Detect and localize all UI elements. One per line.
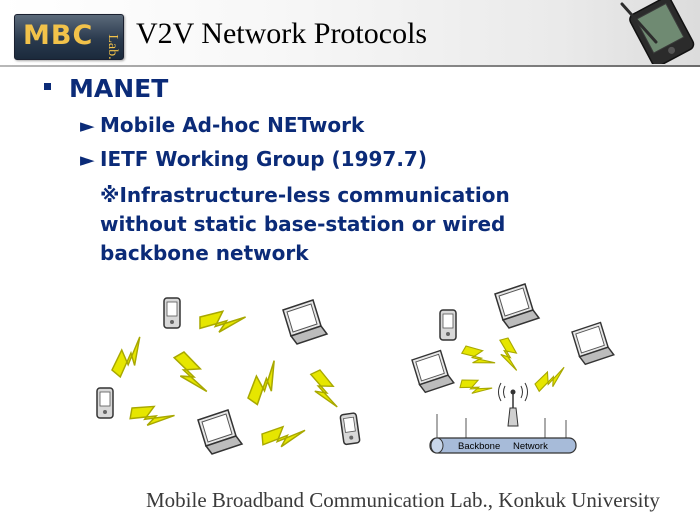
mbc-lab-logo: MBC Lab. <box>14 14 124 60</box>
sub-bullet-1: ►Mobile Ad-hoc NETwork <box>80 113 364 137</box>
laptop-node-icon <box>411 349 455 394</box>
laptop-node-icon <box>494 283 540 329</box>
bullet-manet: MANET <box>44 74 168 103</box>
lightning-icon <box>496 336 522 374</box>
sub-bullet-2-text: IETF Working Group (1997.7) <box>100 147 427 171</box>
header-divider <box>0 65 700 67</box>
slide-header: MBC Lab. V2V Network Protocols <box>0 0 700 67</box>
footer-affiliation: Mobile Broadband Communication Lab., Kon… <box>146 488 660 512</box>
backbone-label: Backbone <box>458 441 500 452</box>
lightning-icon <box>260 424 308 450</box>
lightning-icon <box>458 375 494 399</box>
lightning-icon <box>199 310 247 333</box>
logo-sub-text: Lab. <box>105 34 120 60</box>
lightning-icon <box>306 367 343 414</box>
pda-node-icon <box>339 412 361 446</box>
note-line-1: ※Infrastructure-less communication <box>100 183 510 207</box>
sub-bullet-1-text: Mobile Ad-hoc NETwork <box>100 113 365 137</box>
lightning-icon <box>128 401 177 431</box>
lightning-icon <box>170 348 213 400</box>
antenna-icon <box>498 382 528 427</box>
sub-bullet-2: ►IETF Working Group (1997.7) <box>80 147 427 171</box>
pda-node-icon <box>439 309 457 341</box>
lightning-icon <box>532 363 571 395</box>
laptop-node-icon <box>282 299 328 345</box>
backbone-network-bar: Backbone Network <box>429 437 577 454</box>
logo-main-text: MBC <box>23 20 94 51</box>
infrastructure-note: ※Infrastructure-less communication witho… <box>100 181 510 268</box>
infrastructure-network: Backbone Network <box>411 283 615 454</box>
note-line-3: backbone network <box>100 241 309 265</box>
lightning-icon <box>242 356 288 408</box>
slide-title: V2V Network Protocols <box>136 17 428 50</box>
bullet-manet-text: MANET <box>69 74 169 103</box>
triangle-bullet-icon: ► <box>80 115 95 137</box>
pda-stylus-icon <box>620 0 695 64</box>
square-bullet-icon <box>44 82 51 90</box>
network-diagram: Backbone Network <box>96 283 615 455</box>
lightning-icon <box>107 332 152 380</box>
network-label: Network <box>513 441 548 452</box>
laptop-node-icon <box>571 321 615 366</box>
laptop-node-icon <box>197 409 243 455</box>
triangle-bullet-icon: ► <box>80 149 95 171</box>
adhoc-network <box>96 297 361 455</box>
pda-node-icon <box>96 387 114 419</box>
note-line-2: without static base-station or wired <box>100 212 506 236</box>
lightning-icon <box>459 341 498 374</box>
pda-node-icon <box>163 297 181 329</box>
